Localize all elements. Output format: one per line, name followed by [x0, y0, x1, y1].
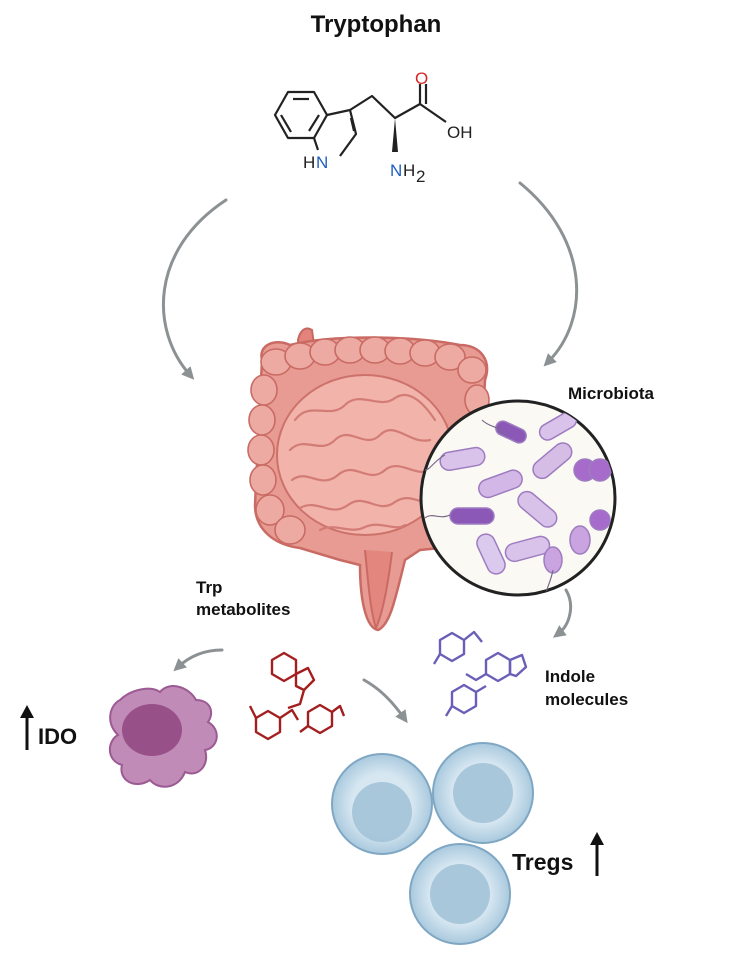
trp-metabolites-label-line1: Trp [196, 578, 222, 597]
atom-oxygen: O [415, 69, 428, 88]
arrow-trp-to-gut [161, 198, 228, 380]
indole-label-line1: Indole [545, 667, 595, 686]
atom-amine-subscript: 2 [416, 167, 425, 186]
dendritic-cell-icon [108, 685, 218, 788]
microbiota-icon [419, 399, 617, 597]
atom-indole-h: H [303, 153, 315, 172]
atom-hydroxyl: OH [447, 123, 473, 142]
ido-label: IDO [38, 724, 77, 749]
arrow-trp-to-microbiota [518, 181, 579, 367]
atom-amine-h: H [403, 161, 415, 180]
tregs-label: Tregs [512, 849, 573, 875]
trp-metabolites-label-line2: metabolites [196, 600, 290, 619]
up-arrow-icon-tregs [590, 832, 604, 876]
atom-amine-n: N [390, 161, 402, 180]
indole-label-line2: molecules [545, 690, 628, 709]
tryptophan-atoms: O OH H N N H 2 [303, 69, 473, 186]
pathway-arrows [161, 181, 579, 724]
tryptophan-structure [273, 84, 447, 157]
arrow-microbiota-to-indole [552, 588, 573, 638]
atom-indole-n: N [316, 153, 328, 172]
treg-cell [331, 753, 433, 855]
indole-molecules-icon [432, 630, 528, 717]
treg-cell-icon [331, 742, 534, 945]
microbiota-label: Microbiota [568, 384, 654, 403]
diagram-title: Tryptophan [311, 11, 442, 38]
arrow-metabolites-to-ido [173, 648, 224, 672]
treg-cell [409, 843, 511, 945]
arrow-metabolites-to-tregs [362, 678, 408, 724]
trp-metabolite-molecules-icon [248, 651, 346, 741]
up-arrow-icon-ido [20, 705, 34, 750]
treg-cell [432, 742, 534, 844]
intestine-icon [247, 327, 490, 632]
